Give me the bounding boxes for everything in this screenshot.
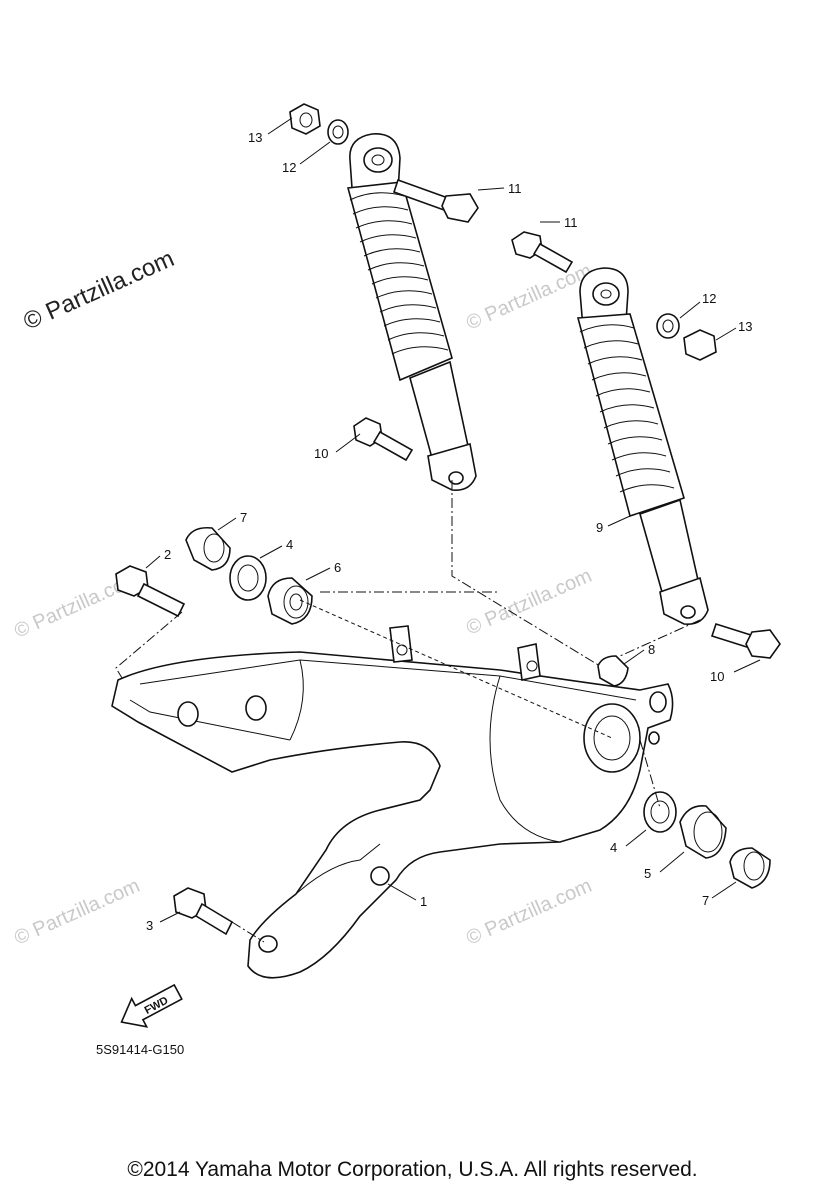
bolt-10-right <box>710 623 781 659</box>
callout-6: 6 <box>334 560 341 575</box>
shock-absorber-left <box>346 133 477 492</box>
callout-9: 9 <box>596 520 603 535</box>
callout-10-left: 10 <box>314 446 328 461</box>
swingarm <box>111 625 674 979</box>
washer-12-right <box>656 313 680 339</box>
shock-absorber-right <box>576 267 709 626</box>
watermark-5: © Partzilla.com <box>463 875 595 950</box>
bushing-8 <box>597 655 629 687</box>
bearing-6 <box>267 577 313 625</box>
callout-7-right: 7 <box>702 893 709 908</box>
callout-12-left: 12 <box>282 160 296 175</box>
watermark-1: © Partzilla.com <box>463 260 595 335</box>
watermark-3: © Partzilla.com <box>463 565 595 640</box>
watermark-4: © Partzilla.com <box>11 875 143 950</box>
fwd-arrow: FWD <box>120 983 183 1028</box>
bolt-3 <box>173 887 234 936</box>
callout-4-right: 4 <box>610 840 617 855</box>
callout-1: 1 <box>420 894 427 909</box>
callout-11-right: 11 <box>564 215 578 230</box>
fwd-label: FWD <box>143 995 171 1017</box>
nut-13-left <box>289 103 321 135</box>
callout-7-left: 7 <box>240 510 247 525</box>
copyright-notice: ©2014 Yamaha Motor Corporation, U.S.A. A… <box>127 1158 698 1181</box>
oil-seal-4-left <box>229 555 267 601</box>
bolt-10-left <box>353 417 414 462</box>
washer-12-left <box>327 119 349 145</box>
bolt-2 <box>115 565 186 618</box>
bolt-11-right <box>511 231 574 274</box>
diagram-code: 5S91414-G150 <box>96 1042 185 1057</box>
bolt-11-left <box>392 178 479 223</box>
callouts: 13 12 11 11 12 13 10 9 10 8 7 2 4 6 4 5 … <box>146 130 752 933</box>
oil-seal-4-right <box>643 791 677 833</box>
alignment-lines <box>115 480 701 943</box>
callout-8: 8 <box>648 642 655 657</box>
callout-12-right: 12 <box>702 291 716 306</box>
collar-7-right <box>729 847 771 889</box>
leader-lines <box>145 117 761 923</box>
watermark-main: © Partzilla.com <box>19 245 178 335</box>
nut-13-right <box>683 329 717 361</box>
callout-11-left: 11 <box>508 181 522 196</box>
bearing-5 <box>679 805 727 859</box>
callout-2: 2 <box>164 547 171 562</box>
callout-4-left: 4 <box>286 537 293 552</box>
collar-7-left <box>185 526 231 571</box>
callout-13-left: 13 <box>248 130 262 145</box>
callout-10-right: 10 <box>710 669 724 684</box>
callout-13-right: 13 <box>738 319 752 334</box>
callout-5: 5 <box>644 866 651 881</box>
callout-3: 3 <box>146 918 153 933</box>
